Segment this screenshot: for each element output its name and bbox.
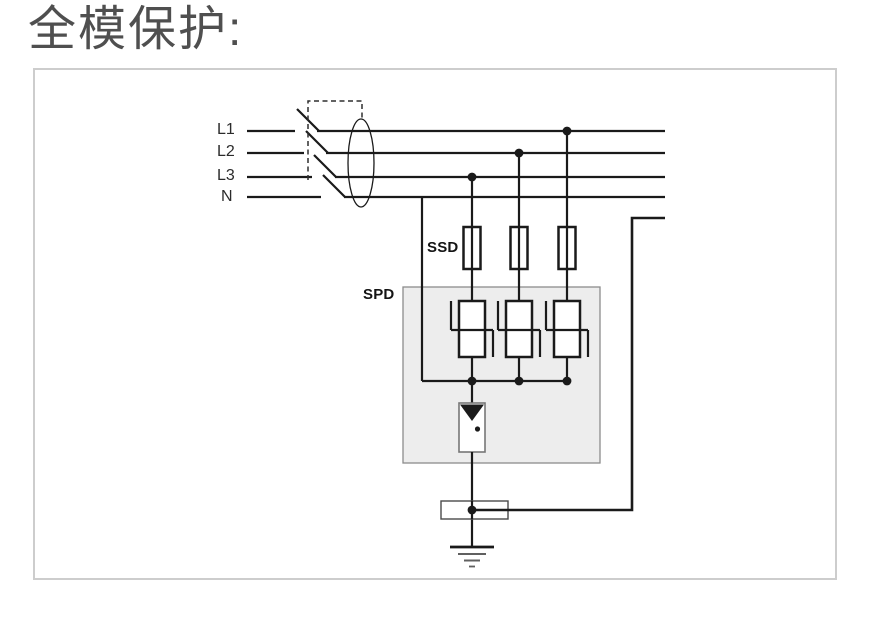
ground-conductor-path (472, 216, 665, 512)
ssd-fuse-icons (462, 225, 577, 271)
disconnect-switch-icon (296, 100, 363, 198)
spd-label: SPD (363, 286, 395, 303)
spark-gap-icon (458, 381, 486, 453)
ssd-fuse-icon (509, 225, 529, 271)
earth-ground-icon (450, 545, 494, 568)
ssd-label: SSD (427, 239, 459, 256)
supply-lines-left (247, 129, 321, 199)
all-conductors-ellipse-icon (347, 118, 375, 208)
conductor-label-l3: L3 (217, 167, 235, 184)
switch-linkage-dashed (307, 100, 363, 180)
varistor-icons (449, 299, 590, 359)
page-title: 全模保护: (28, 3, 244, 56)
varistor-icon (544, 299, 590, 359)
varistor-icon (496, 299, 542, 359)
conductor-label-l2: L2 (217, 143, 235, 160)
conductor-label-n: N (221, 188, 233, 205)
varistor-icon (449, 299, 495, 359)
supply-lines-right (317, 129, 665, 199)
junction-dots (467, 126, 572, 515)
conductor-label-l1: L1 (217, 121, 235, 138)
ssd-fuse-icon (557, 225, 577, 271)
ssd-fuse-icon (462, 225, 482, 271)
